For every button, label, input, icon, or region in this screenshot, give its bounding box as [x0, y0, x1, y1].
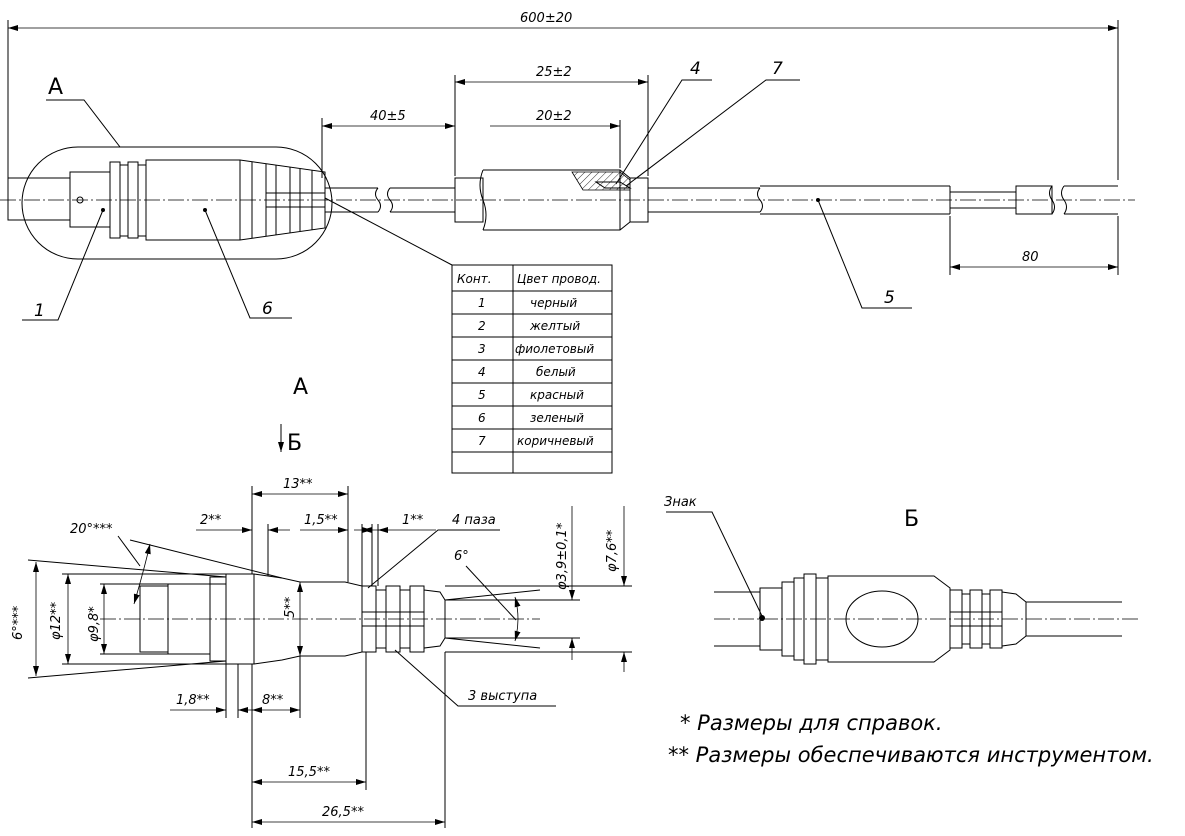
table-cell: белый [536, 365, 576, 379]
table-cell: желтый [529, 319, 580, 333]
view-a-outline [21, 146, 333, 260]
detail-view-a: А Б 6°*** φ12** [11, 375, 632, 828]
dim-8: 8** [262, 693, 284, 708]
shield-braid [571, 171, 631, 191]
table-header-color: Цвет провод. [517, 272, 601, 286]
slots-leader [367, 529, 500, 589]
note-tooling: ** Размеры обеспечиваются инструментом. [668, 743, 1154, 767]
view-b-arrow-label: Б [287, 431, 302, 456]
bosses-leader [394, 649, 556, 707]
dim-40: 40±5 [370, 109, 406, 124]
wire-color-table: Конт. Цвет провод. 1 черный 2 желтый 3 ф… [451, 264, 613, 474]
dim-18: 1,8** [176, 693, 210, 708]
callout-4: 4 [690, 59, 701, 79]
dim-13: 13** [283, 477, 313, 492]
dim-5: 5** [283, 596, 298, 618]
table-cell: 4 [478, 365, 486, 379]
dim-6deg: 6° [454, 549, 469, 564]
mark-leader [666, 511, 763, 617]
callout-6-leader [204, 209, 292, 319]
dim-phi39: φ3,9±0,1* [555, 522, 570, 590]
table-cell: 5 [478, 388, 486, 402]
dim-20: 20±2 [536, 109, 572, 124]
table-cell: 6 [478, 411, 486, 425]
dim-25: 25±2 [536, 65, 572, 80]
callout-7: 7 [772, 59, 783, 79]
assembly-view: 600±20 А [0, 11, 1135, 321]
callout-1-leader [22, 209, 104, 321]
dim-phi12: φ12** [49, 601, 64, 640]
dim-2: 2** [200, 513, 222, 528]
table-cell: 1 [478, 296, 486, 310]
callout-6: 6 [262, 299, 273, 319]
view-a-label: А [48, 75, 63, 100]
detail-a-label: А [293, 375, 308, 400]
table-cell: зеленый [530, 411, 584, 425]
callout-4-leader [615, 79, 712, 185]
dim-80: 80 [1022, 250, 1039, 265]
dim-265: 26,5** [322, 805, 364, 820]
dim-6deg-left: 6°*** [11, 605, 26, 640]
pin-end [7, 177, 71, 221]
total-length-label: 600±20 [520, 11, 572, 26]
callout-mark: Знак [664, 495, 697, 510]
dim-phi98: φ9,8* [87, 606, 102, 642]
callout-7-leader [625, 79, 800, 187]
dim-155: 15,5** [288, 765, 330, 780]
callout-bosses: 3 выступа [468, 689, 537, 704]
dim-phi76: φ7,6** [605, 529, 620, 572]
view-b-label: Б [904, 507, 919, 532]
table-cell: красный [530, 388, 584, 402]
callout-5: 5 [884, 288, 895, 308]
table-header-contact: Конт. [457, 272, 492, 286]
table-cell: фиолетовый [515, 342, 594, 356]
view-a-leader [46, 99, 121, 148]
table-cell: 3 [478, 342, 486, 356]
dim-15: 1,5** [304, 513, 338, 528]
callout-5-leader [817, 199, 912, 309]
dim-1: 1** [402, 513, 424, 528]
note-reference: * Размеры для справок. [680, 711, 943, 735]
notes: * Размеры для справок. ** Размеры обеспе… [668, 711, 1154, 767]
table-cell: коричневый [517, 434, 594, 448]
table-cell: 2 [478, 319, 486, 333]
table-cell: 7 [478, 434, 486, 448]
table-cell: черный [530, 296, 577, 310]
view-b: Б Знак [664, 495, 1140, 665]
mark-dot [759, 615, 765, 621]
callout-1: 1 [34, 301, 45, 321]
callout-slots: 4 паза [452, 513, 496, 528]
dim-20deg: 20°*** [70, 522, 113, 537]
